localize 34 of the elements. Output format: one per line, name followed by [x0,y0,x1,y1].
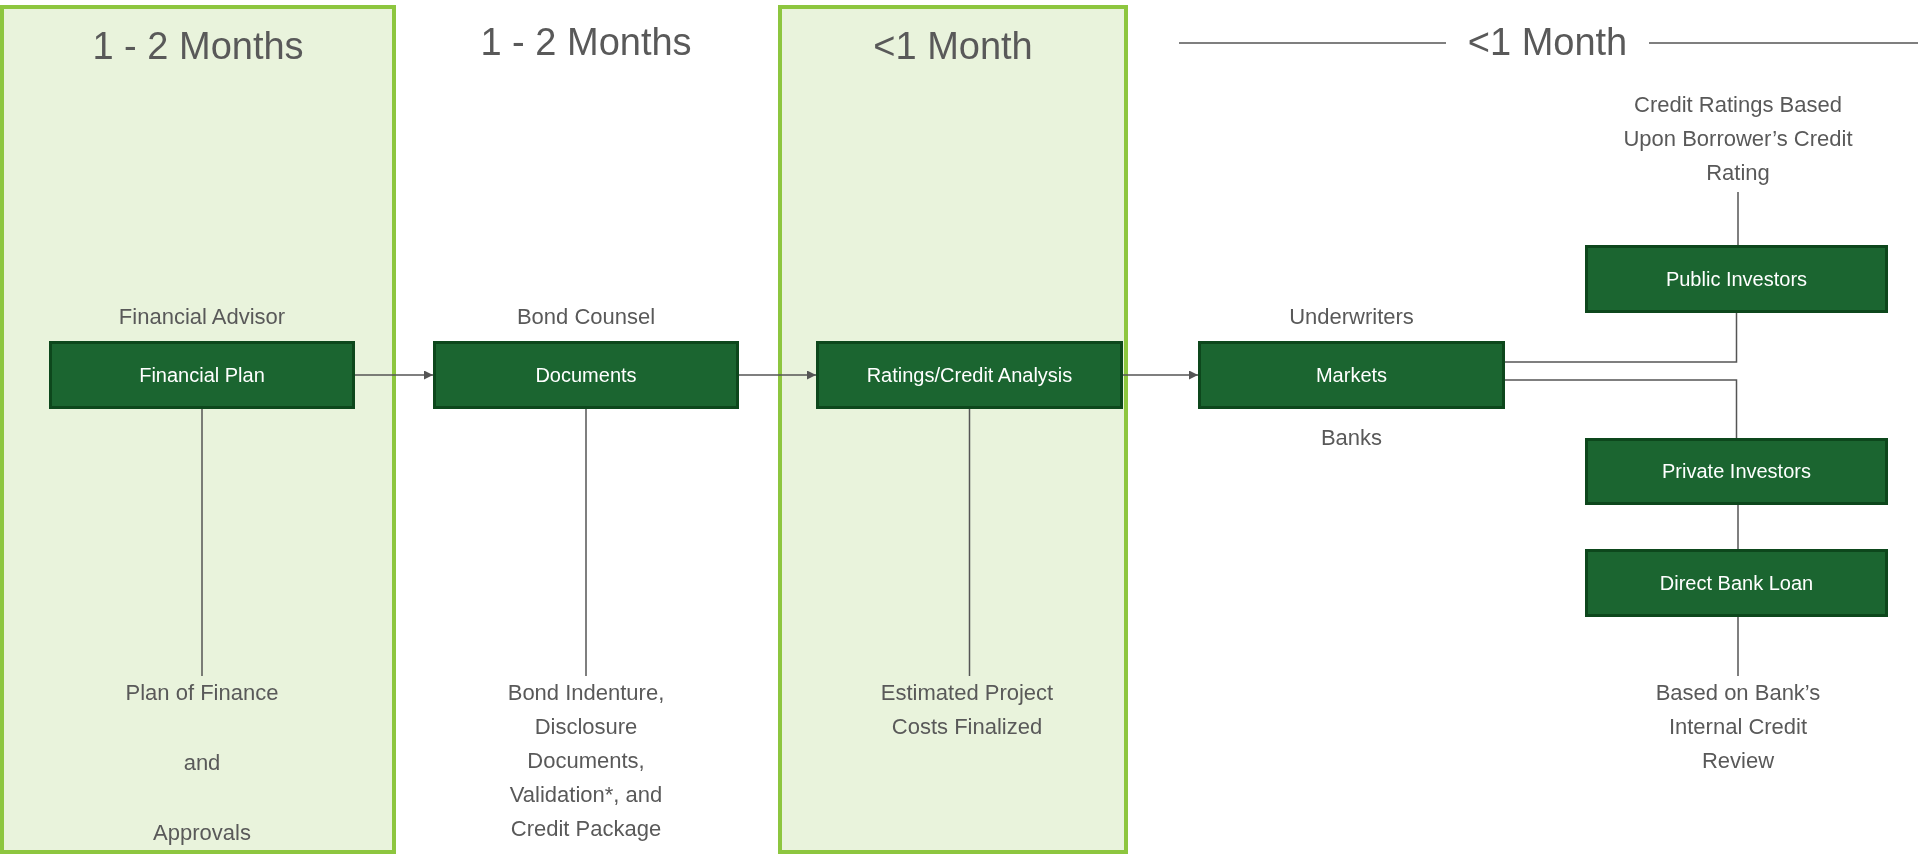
description-text: Based on Bank’s Internal Credit Review [1638,676,1838,780]
process-box: Financial Plan [49,341,355,409]
column-heading: <1 Month [872,25,1034,68]
process-box: Ratings/Credit Analysis [816,341,1123,409]
process-box: Markets [1198,341,1505,409]
timeline-band [0,5,396,854]
connector-line [968,408,971,677]
connector-line [1737,504,1739,550]
connector-line [1737,616,1739,677]
process-box: Direct Bank Loan [1585,549,1888,617]
description-text: Approvals [153,819,251,847]
process-box: Private Investors [1585,438,1888,505]
process-box: Documents [433,341,739,409]
role-label: Bond Counsel [515,303,657,331]
arrow [354,370,434,380]
timeline-band [778,5,1128,854]
connector-line [201,408,203,677]
connector-line [1737,191,1739,246]
column-heading: 1 - 2 Months [91,25,305,68]
process-box: Public Investors [1585,245,1888,313]
description-text: Credit Ratings Based Upon Borrower’s Credit Rating [1613,88,1863,192]
column-heading: 1 - 2 Months [479,21,693,64]
arrow [738,370,817,380]
description-text: Estimated Project Costs Finalized [857,676,1077,746]
role-label: Underwriters [1288,303,1415,331]
role-label: Banks [1319,424,1384,452]
connector-line [1504,379,1738,439]
connector-line [1504,312,1738,363]
description-text: Plan of Finance [125,679,279,707]
role-label: Financial Advisor [117,303,287,331]
description-text: Bond Indenture, Disclosure Documents, Validation*, and Credit Package [486,676,686,848]
column-heading: <1 Month [1466,21,1629,64]
description-text: and [183,749,221,777]
connector-line [585,408,587,677]
